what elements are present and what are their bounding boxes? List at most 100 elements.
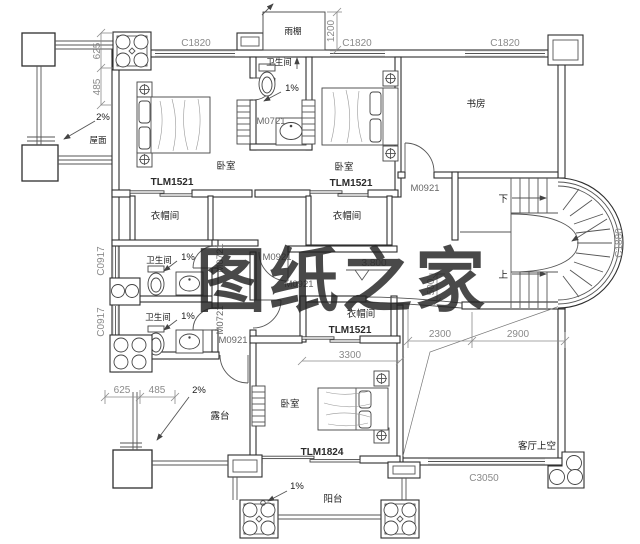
balcony-railing — [232, 477, 407, 520]
window-c1820-1 — [155, 50, 235, 57]
terrace-column — [112, 449, 153, 489]
hatch-3 — [251, 385, 266, 427]
dim-label-2300: 2300 — [429, 329, 452, 340]
roof-terrace-structure — [21, 32, 113, 182]
door-label-m0921-study: M0921 — [410, 183, 439, 194]
toilet-bath-1 — [147, 265, 165, 296]
slope-label-1pct-topbath: 1% — [285, 83, 299, 94]
bed-2 — [321, 70, 399, 162]
exterior-windows — [112, 50, 545, 465]
dim-label-485-top: 485 — [92, 78, 103, 95]
window-c1820-3 — [465, 50, 545, 57]
dim-500 — [429, 269, 445, 307]
window-c3050 — [428, 458, 545, 465]
dim-label-485-bottom: 485 — [149, 385, 166, 396]
door-terrace-m0921 — [219, 354, 249, 384]
door-label-tlm1521-2: TLM1521 — [330, 178, 373, 189]
room-label-bedroom-1: 卧室 — [216, 160, 235, 172]
dimensions — [63, 7, 570, 506]
room-label-bedroom-2: 卧室 — [334, 161, 353, 173]
pilaster-left-wall-b — [109, 334, 153, 373]
rain-canopy — [261, 3, 326, 51]
watermark-text: 图纸之家 — [196, 242, 488, 320]
stair-label-down: 下 — [498, 194, 508, 205]
window-label-c1820-3: C1820 — [490, 38, 520, 49]
slope-label-2pct-terrace: 2% — [192, 385, 206, 396]
window-label-c1820-1: C1820 — [181, 38, 211, 49]
stair-label-up: 上 — [498, 270, 508, 281]
dim-2300-2900 — [403, 310, 570, 348]
door-label-tlm1521-1: TLM1521 — [151, 177, 194, 188]
room-label-bath-top: 卫生间 — [266, 57, 292, 67]
room-label-balcony: 阳台 — [323, 493, 342, 505]
sink-bath-1 — [175, 271, 204, 296]
sink-top-bath — [275, 117, 307, 146]
dim-label-2900: 2900 — [507, 329, 530, 340]
room-label-closet-2: 衣帽间 — [333, 210, 362, 222]
door-study-m0921 — [404, 142, 435, 173]
dim-label-3300: 3300 — [339, 350, 362, 361]
dim-canopy-1200 — [327, 7, 342, 55]
level-marker-3800 — [346, 269, 390, 281]
sink-bath-2 — [175, 329, 204, 354]
door-label-m0721-2: M0721 — [215, 305, 226, 334]
slope-label-2pct-roof: 2% — [96, 112, 110, 123]
dim-label-625-bottom: 625 — [114, 385, 131, 396]
room-label-closet-3: 衣帽间 — [347, 308, 376, 320]
toilet-top-bath — [258, 63, 276, 97]
sliding-door-tlm1521-1 — [129, 190, 193, 197]
hatch-1 — [236, 99, 251, 145]
door-label-tlm1824: TLM1824 — [301, 447, 344, 458]
slope-leaders — [63, 91, 288, 506]
door-hall-m0921-b — [252, 299, 282, 329]
dim-label-1200: 1200 — [326, 19, 337, 42]
bed-1 — [136, 81, 211, 168]
dim-terrace-625-485 — [100, 390, 180, 404]
dim-top-left-vertical — [96, 28, 113, 110]
sliding-door-tlm1521-2 — [309, 190, 369, 197]
door-label-m0721-1: M0721 — [215, 243, 226, 272]
slope-label-1pct-bath2: 1% — [181, 311, 195, 322]
bed-3 — [317, 370, 390, 444]
slope-label-1pct-bath1: 1% — [181, 252, 195, 263]
pier-balcony-right — [387, 461, 421, 479]
interior-window-hatches — [236, 99, 316, 427]
door-hall-m0921-a — [258, 251, 289, 282]
room-label-study: 书房 — [466, 98, 485, 110]
spiral-stair — [460, 177, 624, 309]
ornate-column-top-left — [112, 31, 152, 71]
window-label-c0917-1: C0917 — [96, 246, 107, 276]
ornate-column-balcony-left — [239, 499, 279, 539]
hatch-2 — [301, 99, 316, 145]
room-label-bedroom-3: 卧室 — [280, 398, 299, 410]
door-bath1-m0721 — [192, 245, 216, 269]
room-label-bath-1: 卫生间 — [146, 255, 172, 265]
dim-label-500: 500 — [426, 278, 437, 295]
window-label-c1820-2: C1820 — [342, 38, 372, 49]
roof-label: 屋面 — [89, 135, 107, 145]
ornate-column-balcony-right — [380, 499, 420, 539]
door-label-m0921-a: M0921 — [262, 252, 291, 263]
pier-balcony-left — [227, 454, 263, 478]
pilaster-left-wall-a — [109, 277, 141, 306]
door-label-m0921-b: M0921 — [284, 279, 313, 290]
dim-3300 — [297, 356, 405, 366]
level-label-3800: 3.800 — [361, 258, 386, 269]
room-label-closet-1: 衣帽间 — [151, 210, 180, 222]
window-c0917-2 — [112, 306, 119, 336]
text-labels: C1820 C1820 C1820 C0917 C0917 C1880 C305… — [89, 19, 625, 505]
window-label-c3050: C3050 — [469, 473, 499, 484]
window-label-c0917-2: C0917 — [96, 307, 107, 337]
corner-ornament-bottom-right — [547, 451, 585, 489]
room-label-bath-2: 卫生间 — [145, 312, 171, 322]
room-label-canopy: 雨棚 — [284, 26, 301, 36]
window-c0917-1 — [112, 240, 119, 280]
room-label-living-void: 客厅上空 — [518, 440, 556, 452]
door-label-m0921-terrace: M0921 — [218, 335, 247, 346]
door-label-tlm1521-3: TLM1521 — [329, 325, 372, 336]
slope-label-1pct-balcony: 1% — [290, 481, 304, 492]
corner-ornament-top-right — [547, 34, 584, 66]
window-c1820-2 — [330, 50, 385, 57]
